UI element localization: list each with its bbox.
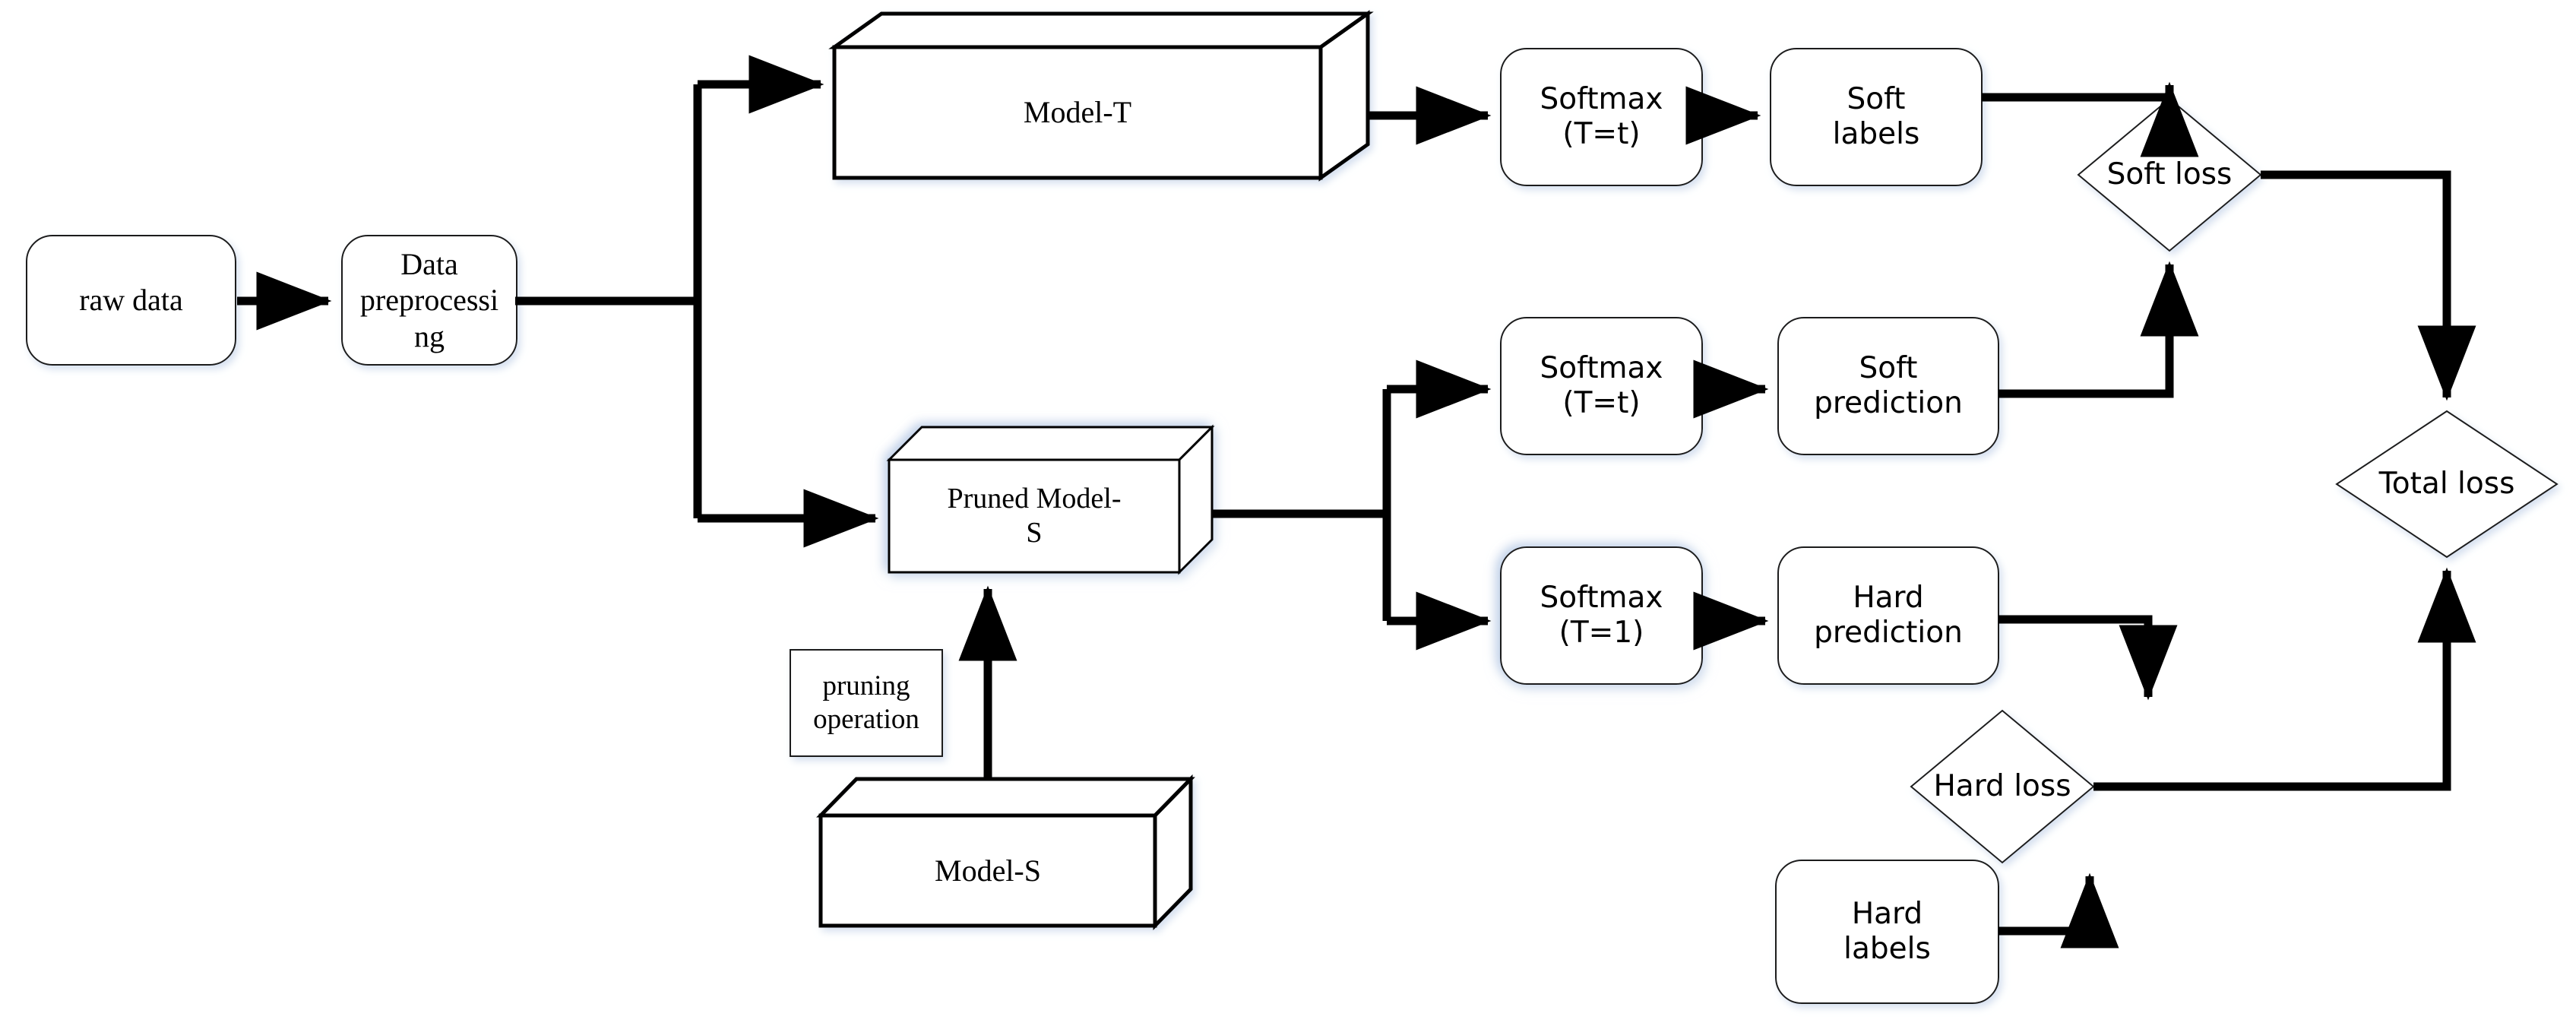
edge-hard-loss-to-total-loss: [2093, 567, 2476, 791]
node-hard-prediction[interactable]: [1777, 546, 1999, 685]
node-raw-data[interactable]: [26, 235, 236, 366]
node-model-t[interactable]: [828, 10, 1374, 182]
edge-hard-prediction-to-hard-loss: [1998, 615, 2178, 701]
node-soft-prediction[interactable]: [1777, 317, 1999, 455]
node-pruning-operation[interactable]: [790, 649, 943, 757]
node-data-preprocessing[interactable]: [341, 235, 517, 366]
edge-hard-labels-to-hard-loss: [1998, 872, 2119, 948]
node-soft-labels[interactable]: [1770, 48, 1983, 186]
edge-soft-labels-to-soft-loss: [1982, 81, 2199, 157]
node-pruned-model-s[interactable]: [886, 424, 1215, 575]
node-hard-loss[interactable]: [1910, 709, 2095, 864]
node-soft-loss[interactable]: [2077, 97, 2262, 252]
node-model-s[interactable]: [816, 774, 1195, 931]
node-softmax-t-mid[interactable]: [1500, 317, 1703, 455]
node-total-loss[interactable]: [2335, 410, 2559, 559]
edge-soft-loss-to-total-loss: [2261, 170, 2476, 401]
edge-soft-prediction-to-soft-loss: [1998, 261, 2199, 398]
node-hard-labels[interactable]: [1775, 860, 1999, 1004]
node-softmax-t1[interactable]: [1500, 546, 1703, 685]
node-softmax-t-top[interactable]: [1500, 48, 1703, 186]
